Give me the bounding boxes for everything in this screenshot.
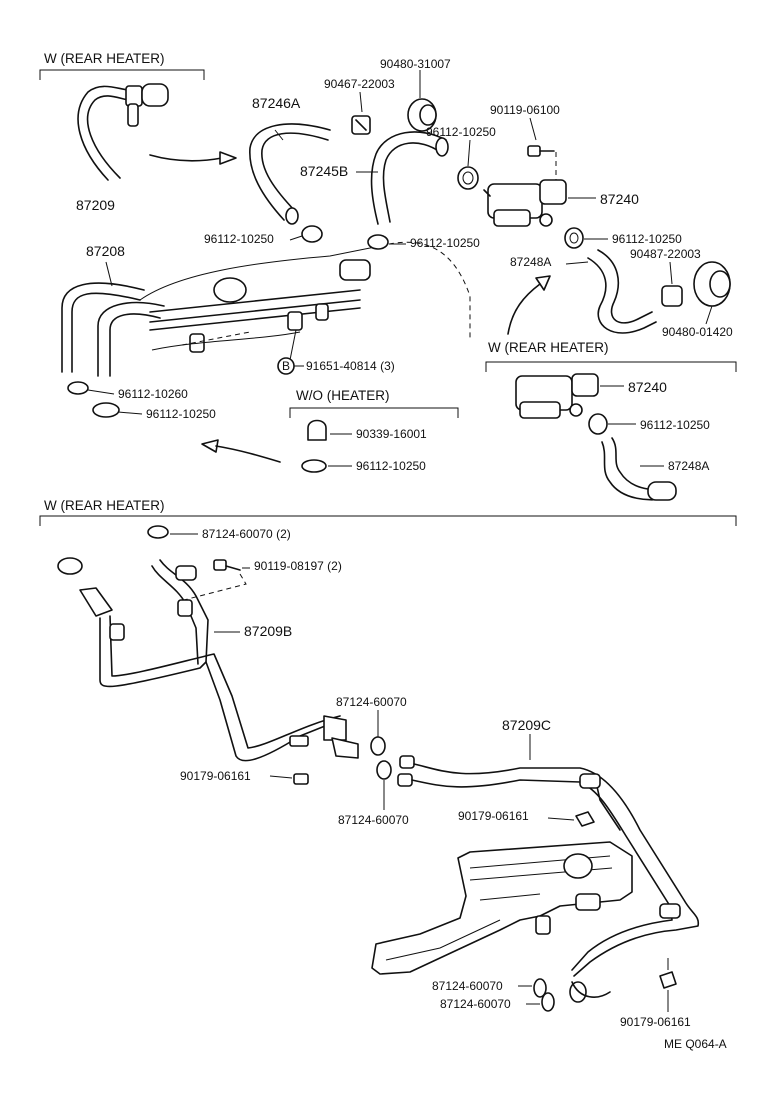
engine-block [139,241,471,353]
section-bracket-top-left [39,69,205,80]
pipe-87209C [397,755,700,1003]
label-87124-mid1: 87124-60070 [336,695,407,709]
hose-87248A-mid [601,437,677,501]
nut-90179-c [659,971,677,989]
svg-text:B: B [282,359,290,373]
label-87209C: 87209C [502,717,551,733]
ref-code: ME Q064-A [664,1037,727,1051]
nut-90179-a [293,773,309,785]
bolt-mark-91651: B [277,357,295,375]
section-header-wo-heater: W/O (HEATER) [296,388,390,403]
clamp-96112-f [92,402,120,418]
arrow-right [149,151,237,165]
arrow-left [201,439,281,463]
clamp-87124-bot2 [541,992,555,1012]
label-96112-g: 96112-10250 [356,459,426,473]
section-bracket-wo-heater [289,407,459,418]
clamp-87124-mid1 [370,736,386,756]
clamp-96112-b [564,227,584,249]
clamp-96112-a [457,166,479,190]
label-90179-a: 90179-06161 [180,769,251,783]
label-90119-06100: 90119-06100 [490,103,560,117]
hose-87246A [249,123,331,225]
hose-87209 [77,83,169,181]
label-96112-f: 96112-10250 [146,407,216,421]
bolt-90119-06100 [527,145,555,157]
clip-90467-22003 [351,115,371,135]
clamp-96112-c [301,225,323,243]
label-87246A: 87246A [252,95,301,111]
hose-87245B [370,131,449,225]
hose-87248A-top [587,249,657,334]
clamp-96112-g [301,459,327,473]
clamp-87124-top [147,525,169,539]
label-87248A-top: 87248A [510,255,551,269]
label-90179-b: 90179-06161 [458,809,529,823]
label-87240-mid: 87240 [628,379,667,395]
section-header-bottom: W (REAR HEATER) [44,498,165,513]
label-87209B: 87209B [244,623,292,639]
clamp-96112-d [367,234,389,250]
bolt-90119-08197 [213,559,241,571]
label-87209: 87209 [76,197,115,213]
label-90467-22003: 90467-22003 [324,77,395,91]
arrow-up [507,275,551,335]
label-87124-top: 87124-60070 (2) [202,527,291,541]
cap-90339-16001 [307,419,327,441]
label-87240-top: 87240 [600,191,639,207]
clamp-87124-mid2 [376,760,392,780]
clip-90487-22003 [661,285,683,307]
label-91651-40814: 91651-40814 (3) [306,359,395,373]
section-bracket-right-rear [485,361,737,372]
label-96112-h: 96112-10250 [640,418,710,432]
section-header-right-rear: W (REAR HEATER) [488,340,609,355]
label-90339-16001: 90339-16001 [356,427,427,441]
label-90179-c: 90179-06161 [620,1015,691,1029]
valve-87240-top [483,179,567,227]
pipe-87209B [57,557,359,762]
clamp-96112-e [67,381,89,395]
label-96112-e: 96112-10260 [118,387,188,401]
label-96112-c: 96112-10250 [204,232,274,246]
clamp-87124-bot1 [533,978,547,998]
label-90480-01420: 90480-01420 [662,325,733,339]
grommet-90480-01420 [693,261,731,307]
label-90119-08197: 90119-08197 (2) [254,559,342,573]
section-header-top-left: W (REAR HEATER) [44,51,165,66]
label-96112-b: 96112-10250 [612,232,682,246]
section-bracket-bottom [39,515,737,526]
label-87208: 87208 [86,243,125,259]
label-87124-bot1: 87124-60070 [432,979,503,993]
label-90487-22003: 90487-22003 [630,247,701,261]
nut-90179-b [575,811,595,827]
label-87245B: 87245B [300,163,348,179]
label-90480-31007: 90480-31007 [380,57,451,71]
label-87248A-mid: 87248A [668,459,709,473]
clamp-96112-h [588,413,608,435]
valve-87240-mid [515,373,599,419]
label-87124-mid2: 87124-60070 [338,813,409,827]
hose-87208 [61,282,165,377]
label-87124-bot2: 87124-60070 [440,997,511,1011]
grommet-90480-31007 [407,98,437,132]
label-96112-a: 96112-10250 [426,125,496,139]
label-96112-d: 96112-10250 [410,236,480,250]
rear-heater-unit [371,841,633,975]
